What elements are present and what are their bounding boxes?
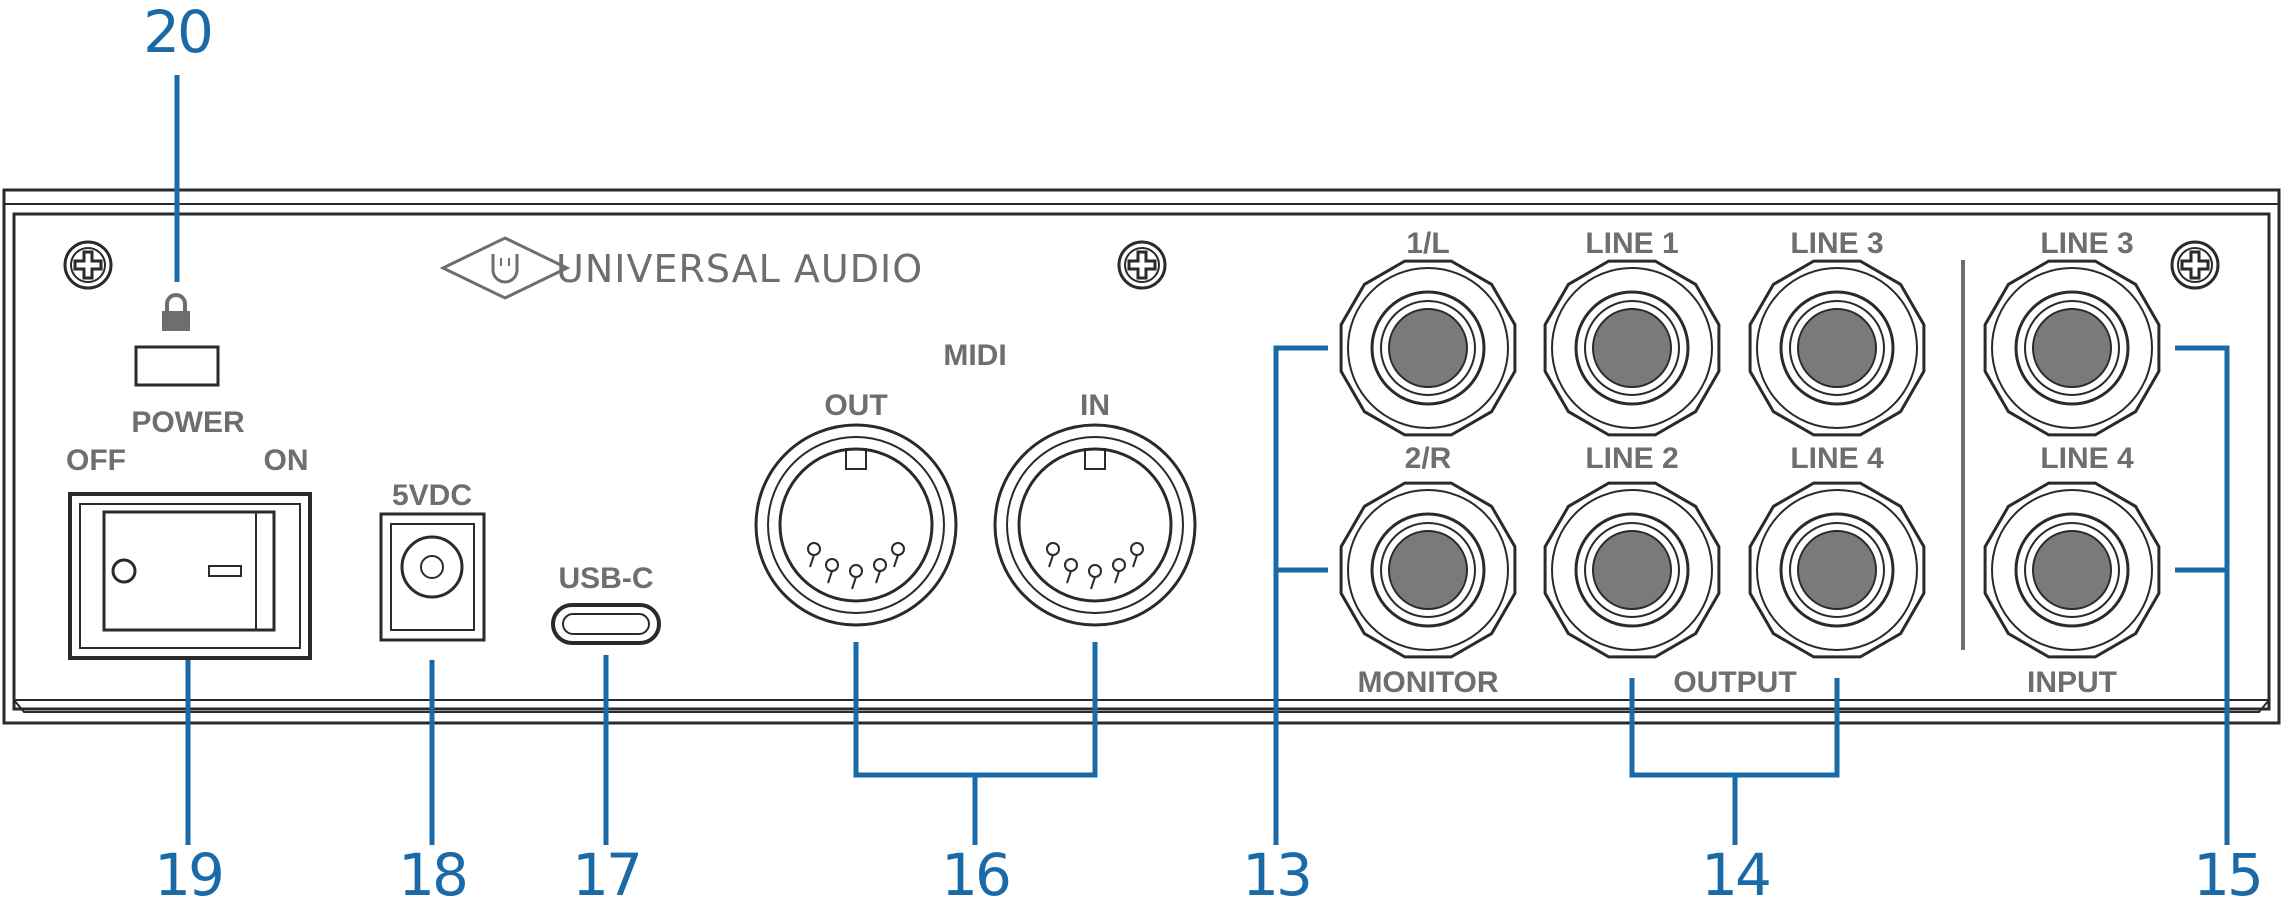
screw-icon <box>63 240 113 290</box>
monitor-group-label: MONITOR <box>1357 666 1498 699</box>
kensington-slot <box>134 345 220 387</box>
output-line4-label: LINE 4 <box>1790 442 1884 475</box>
usb-c-port-icon[interactable] <box>551 603 661 645</box>
callout-13: 13 <box>1242 841 1310 909</box>
quarter-inch-jack-icon[interactable] <box>1543 481 1721 659</box>
screw-icon <box>2170 240 2220 290</box>
power-label: POWER <box>131 406 245 439</box>
brand-name: UNIVERSAL AUDIO <box>556 247 923 291</box>
midi-din-icon[interactable] <box>754 423 958 627</box>
callout-leader-lines <box>174 75 2230 845</box>
quarter-inch-jack-icon[interactable] <box>1543 259 1721 437</box>
callout-18: 18 <box>398 841 466 909</box>
usb-label: USB-C <box>559 562 654 595</box>
quarter-inch-jack-icon[interactable] <box>1339 481 1517 659</box>
midi-out-label: OUT <box>824 389 887 422</box>
callout-15: 15 <box>2193 841 2261 909</box>
callout-19: 19 <box>154 841 222 909</box>
midi-label: MIDI <box>943 339 1006 372</box>
input-line3-label: LINE 3 <box>2040 227 2133 260</box>
input-line4-label: LINE 4 <box>2040 442 2134 475</box>
dc-label: 5VDC <box>392 479 472 512</box>
dc-jack-icon[interactable] <box>379 512 486 642</box>
lock-icon <box>162 293 190 331</box>
output-line1-label: LINE 1 <box>1585 227 1678 260</box>
chassis <box>2 188 2281 725</box>
quarter-inch-jack-icon[interactable] <box>1748 259 1926 437</box>
monitor-1l-label: 1/L <box>1406 227 1449 260</box>
output-group-label: OUTPUT <box>1673 666 1796 699</box>
quarter-inch-jack-icon[interactable] <box>1748 481 1926 659</box>
quarter-inch-jack-icon[interactable] <box>1983 481 2161 659</box>
power-switch-icon[interactable] <box>68 492 312 660</box>
quarter-inch-jack-icon[interactable] <box>1339 259 1517 437</box>
output-line2-label: LINE 2 <box>1585 442 1678 475</box>
quarter-inch-jack-icon[interactable] <box>1983 259 2161 437</box>
midi-in-label: IN <box>1080 389 1110 422</box>
screw-icon <box>1117 240 1167 290</box>
callout-20: 20 <box>143 0 211 66</box>
jack-grid <box>1339 259 2161 659</box>
input-group-label: INPUT <box>2027 666 2117 699</box>
monitor-2r-label: 2/R <box>1405 442 1452 475</box>
on-label: ON <box>264 444 309 477</box>
output-line3-label: LINE 3 <box>1790 227 1883 260</box>
callout-16: 16 <box>941 841 1009 909</box>
ua-diamond-logo-icon <box>439 236 571 300</box>
callout-14: 14 <box>1701 841 1769 909</box>
midi-din-icon[interactable] <box>993 423 1197 627</box>
off-label: OFF <box>66 444 126 477</box>
callout-17: 17 <box>572 841 640 909</box>
